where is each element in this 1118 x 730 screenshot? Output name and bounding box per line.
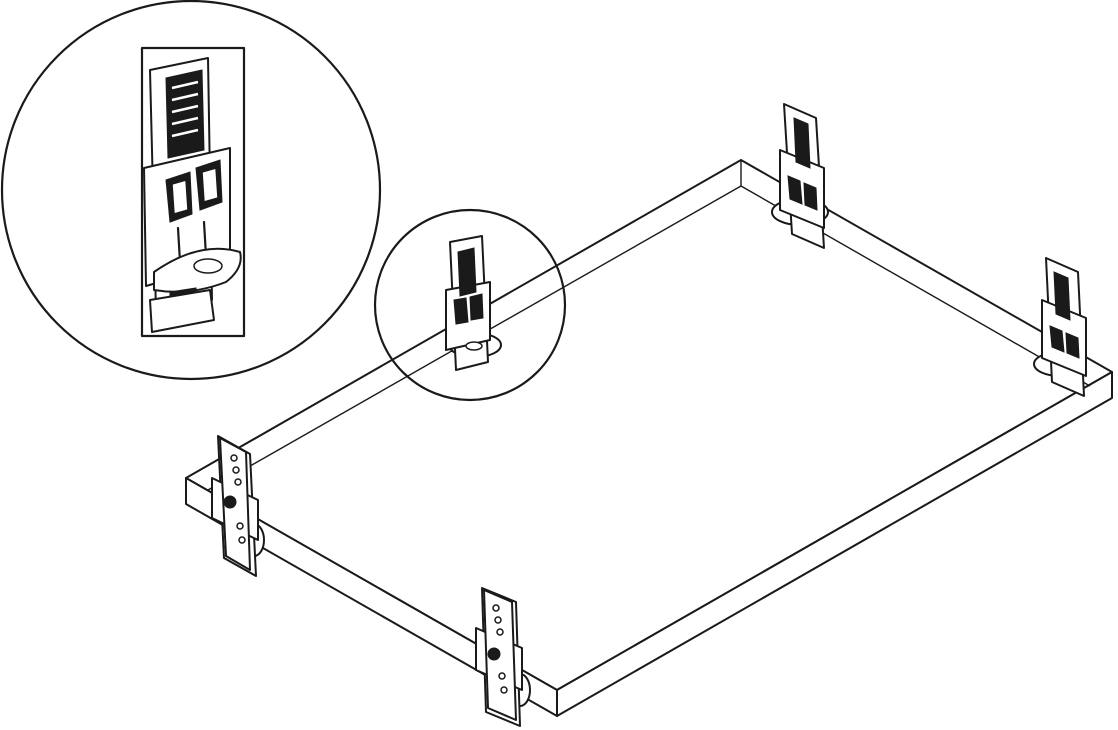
rear-bracket-right (1033, 257, 1087, 397)
detail-target-circle (373, 208, 567, 402)
rear-bracket-back (771, 103, 829, 249)
front-bracket-left (211, 435, 265, 577)
front-bracket-center (475, 587, 531, 727)
panel (185, 159, 1113, 717)
detail-magnifier (0, 0, 382, 381)
rear-bracket-left (445, 235, 502, 371)
panel-top-face (185, 159, 1113, 691)
panel-side-edge (556, 371, 1113, 717)
